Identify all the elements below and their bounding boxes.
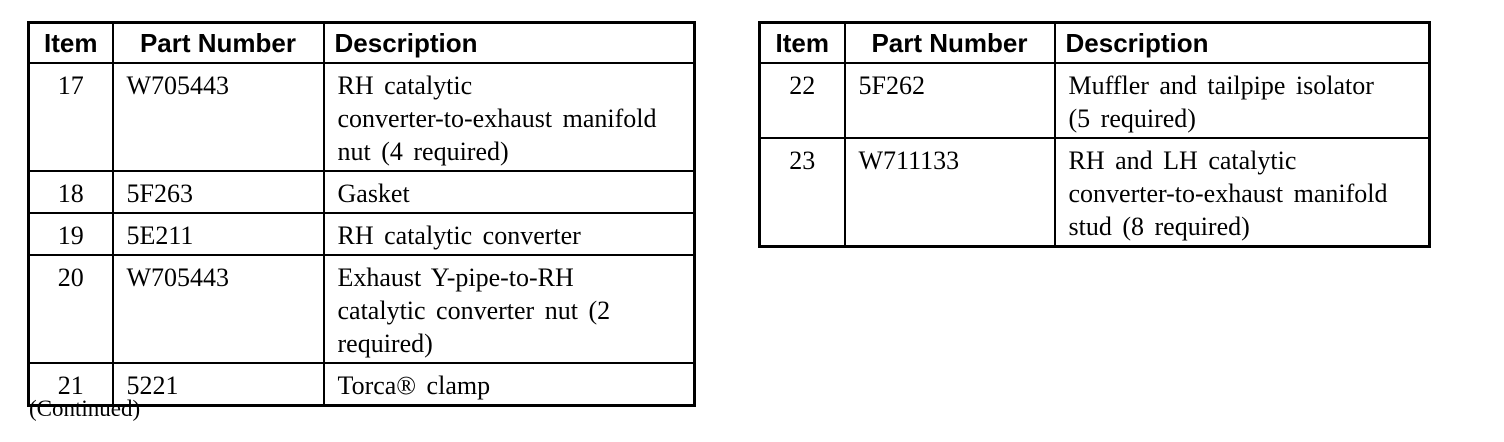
header-part-number: Part Number: [111, 21, 325, 64]
header-row: Item Part Number Description: [27, 21, 696, 64]
header-part-number: Part Number: [843, 21, 1056, 64]
table-row: 19 5E211 RH catalytic converter: [27, 212, 696, 256]
description-cell: RH catalytic converter: [322, 212, 696, 256]
continued-note: (Continued): [29, 396, 141, 421]
parts-table-left: Item Part Number Description 17 W705443 …: [27, 21, 696, 407]
header-description: Description: [1053, 21, 1431, 64]
item-cell: 22: [758, 62, 846, 139]
part-number-cell: W711133: [843, 137, 1056, 248]
description-cell: Exhaust Y-pipe-to-RH catalytic converter…: [322, 254, 696, 364]
description-cell: RH catalytic converter-to-exhaust manifo…: [322, 62, 696, 172]
item-cell: 23: [758, 137, 846, 248]
table-row: 22 5F262 Muffler and tailpipe isolator (…: [758, 62, 1431, 139]
part-number-cell: 5F262: [843, 62, 1056, 139]
item-cell: 17: [27, 62, 114, 172]
header-item: Item: [27, 21, 114, 64]
item-cell: 21: [27, 362, 114, 407]
header-item: Item: [758, 21, 846, 64]
table-row: 21 5221 Torca® clamp: [27, 362, 696, 407]
description-cell: Torca® clamp: [322, 362, 696, 407]
part-number-cell: W705443: [111, 62, 325, 172]
table-row: 18 5F263 Gasket: [27, 170, 696, 214]
description-cell: Gasket: [322, 170, 696, 214]
part-number-cell: 5F263: [111, 170, 325, 214]
part-number-cell: 5E211: [111, 212, 325, 256]
parts-table-right: Item Part Number Description 22 5F262 Mu…: [758, 21, 1431, 248]
item-cell: 18: [27, 170, 114, 214]
header-description: Description: [322, 21, 696, 64]
description-cell: RH and LH catalytic converter-to-exhaust…: [1053, 137, 1431, 248]
table-row: 23 W711133 RH and LH catalytic converter…: [758, 137, 1431, 248]
item-cell: 20: [27, 254, 114, 364]
item-cell: 19: [27, 212, 114, 256]
part-number-cell: W705443: [111, 254, 325, 364]
description-cell: Muffler and tailpipe isolator (5 require…: [1053, 62, 1431, 139]
table-row: 20 W705443 Exhaust Y-pipe-to-RH catalyti…: [27, 254, 696, 364]
table-row: 17 W705443 RH catalytic converter-to-exh…: [27, 62, 696, 172]
part-number-cell: 5221: [111, 362, 325, 407]
header-row: Item Part Number Description: [758, 21, 1431, 64]
